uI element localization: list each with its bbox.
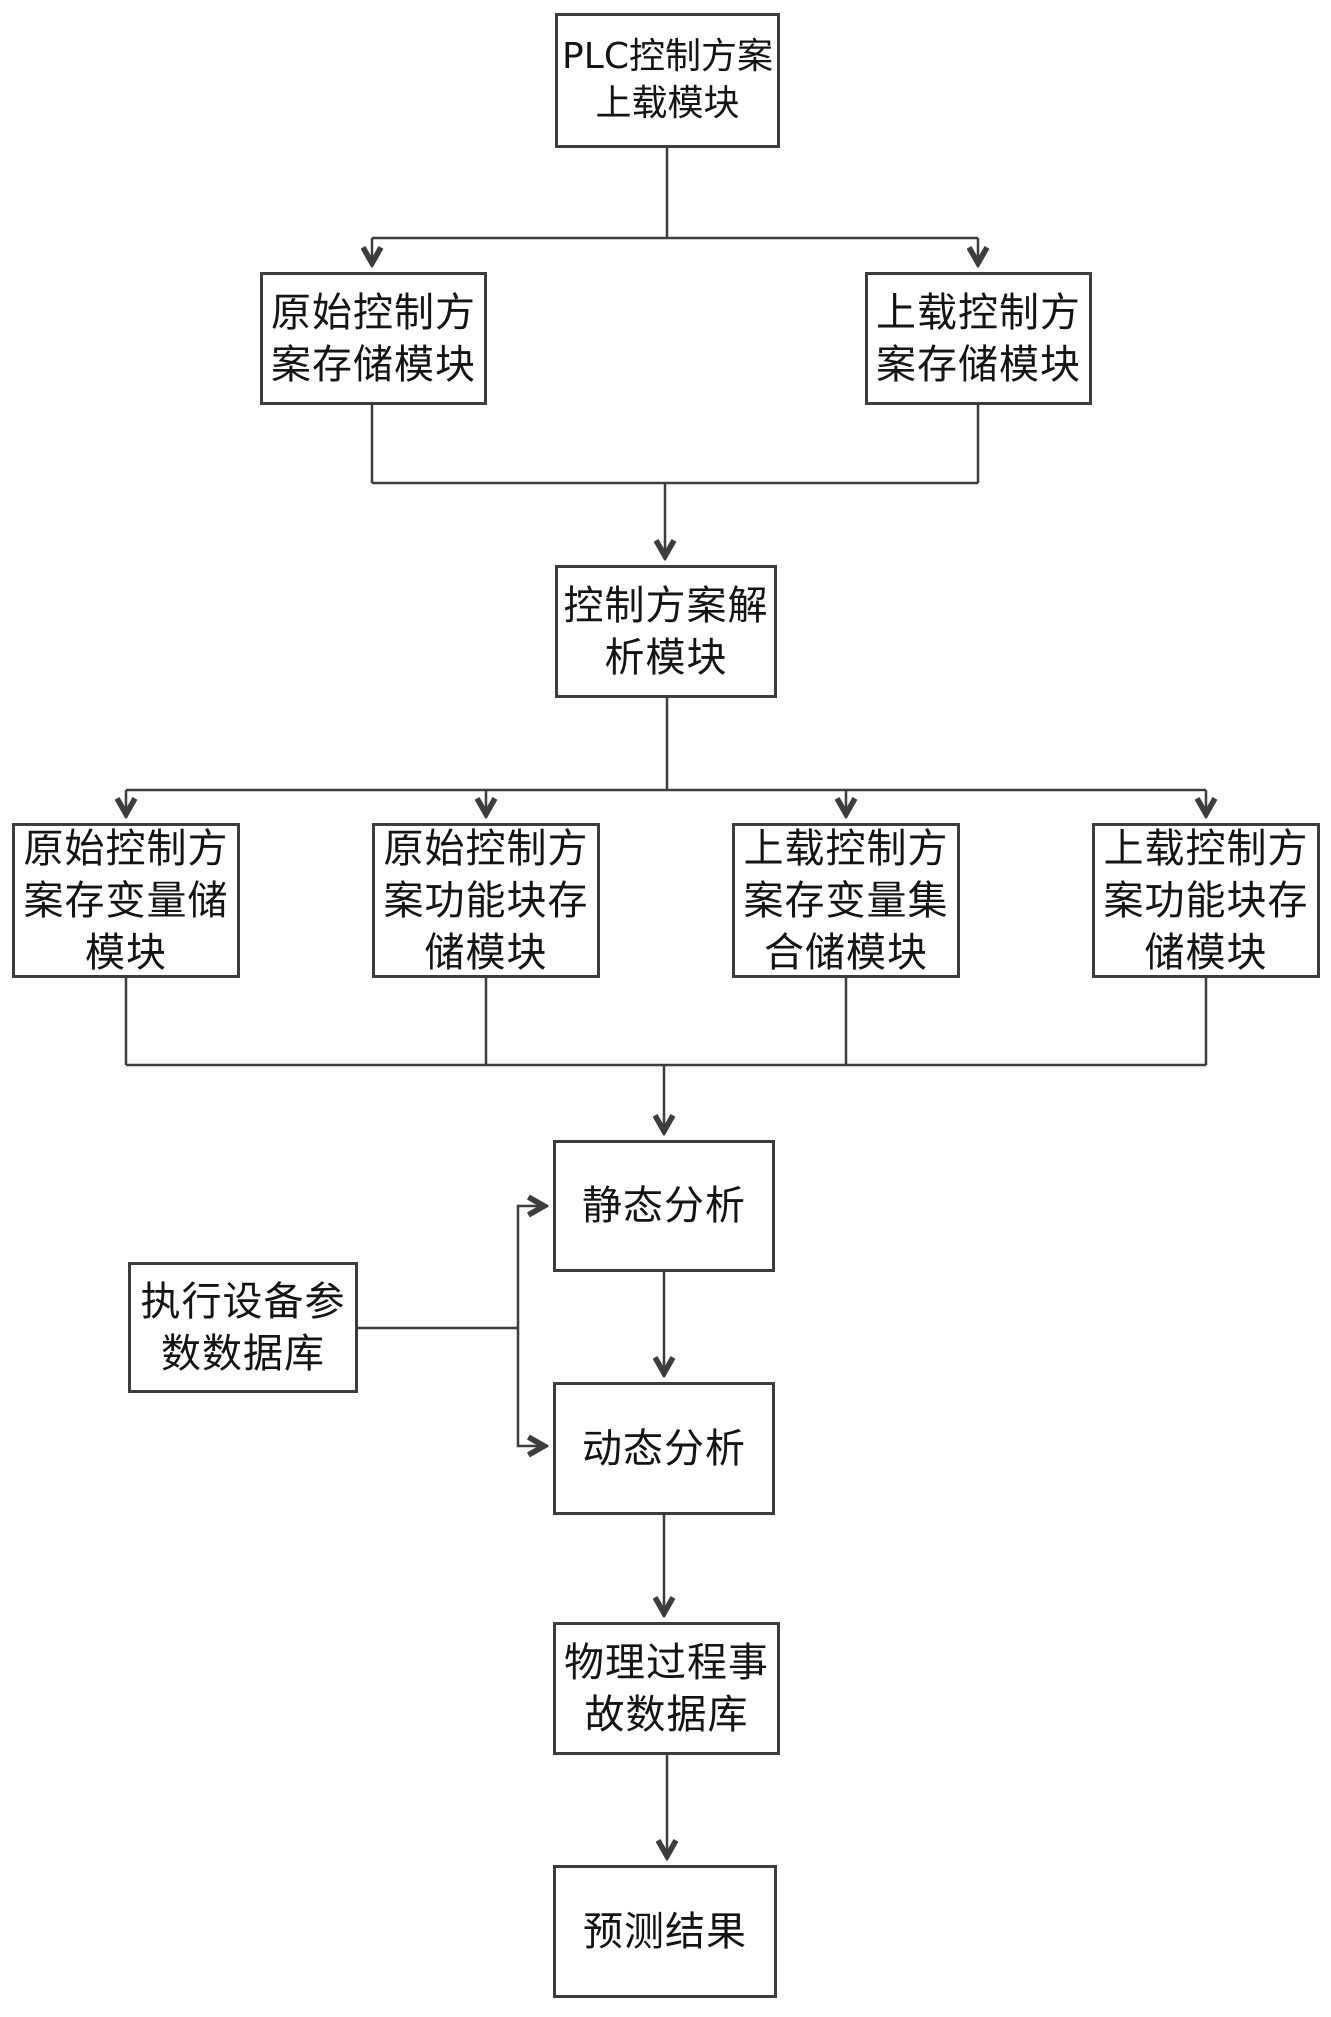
edge-database-to-static <box>516 1206 543 1328</box>
node-original-scheme-storage: 原始控制方 案存储模块 <box>260 272 487 405</box>
node-device-parameter-database: 执行设备参 数数据库 <box>128 1262 358 1393</box>
node-dynamic-analysis: 动态分析 <box>553 1382 775 1515</box>
edge-plc-to-row2-branch <box>372 148 978 240</box>
edge-row2-merge <box>370 405 980 485</box>
node-original-function-block-storage: 原始控制方 案功能块存 储模块 <box>372 823 600 978</box>
node-static-analysis: 静态分析 <box>553 1140 775 1272</box>
edge-parse-to-row4-branch <box>126 698 1206 792</box>
node-physical-accident-database: 物理过程事 故数据库 <box>553 1622 780 1755</box>
edge-database-to-dynamic <box>516 1328 543 1446</box>
node-uploaded-function-block-storage: 上载控制方 案功能块存 储模块 <box>1092 823 1320 978</box>
node-prediction-result: 预测结果 <box>553 1865 777 1998</box>
node-original-variable-storage: 原始控制方 案存变量储 模块 <box>12 823 240 978</box>
edge-row4-merge <box>124 978 1208 1067</box>
node-scheme-parsing-module: 控制方案解 析模块 <box>555 565 777 698</box>
node-uploaded-scheme-storage: 上载控制方 案存储模块 <box>865 272 1092 405</box>
node-uploaded-variable-set-storage: 上载控制方 案存变量集 合储模块 <box>732 823 960 978</box>
node-plc-upload-module: PLC控制方案 上载模块 <box>555 13 780 148</box>
